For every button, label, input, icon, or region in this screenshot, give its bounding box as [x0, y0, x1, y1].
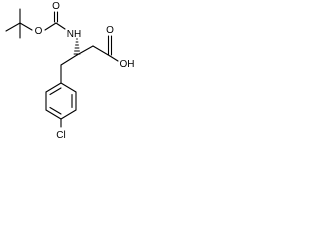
ring-bond-1 [60, 82, 77, 93]
ring-bond-4 [45, 109, 62, 120]
atom-label-carbonyl-oxygen: O [52, 1, 60, 12]
ring-inner-bond-c [49, 106, 62, 115]
bond-chiral-c-to-benzyl-ch2 [60, 54, 78, 66]
carbamate-group [44, 11, 66, 31]
backbone [60, 35, 119, 84]
atom-label-chlorine: Cl [56, 130, 65, 141]
bond-ch2-to-acid-c [92, 45, 111, 57]
atom-label-acid-oxygen: O [106, 25, 114, 36]
atom-label-nh: NH [67, 29, 81, 40]
benzene-ring [45, 82, 77, 128]
atom-labels: O O NH O OH Cl [35, 1, 135, 141]
bond-carbonyl-c-to-nh [55, 22, 66, 30]
bond-chiral-c-to-ch2 [76, 45, 94, 56]
atom-label-hydroxyl: OH [120, 59, 135, 70]
structure-diagram: O O NH O OH Cl [5, 1, 135, 141]
tert-butyl-group [5, 8, 33, 39]
ring-bond-6 [45, 82, 62, 93]
stereocenter-wedge [73, 38, 81, 55]
atom-label-ester-oxygen: O [35, 26, 43, 37]
bond-ester-o-to-carbonyl-c [44, 22, 57, 31]
ring-bond-3 [60, 109, 77, 120]
bond-tbu-to-ester-o [19, 22, 33, 31]
bond-acid-c-to-oh [109, 55, 119, 62]
ring-inner-bond-a [49, 87, 62, 96]
bond-tbu-center-left [5, 22, 21, 32]
